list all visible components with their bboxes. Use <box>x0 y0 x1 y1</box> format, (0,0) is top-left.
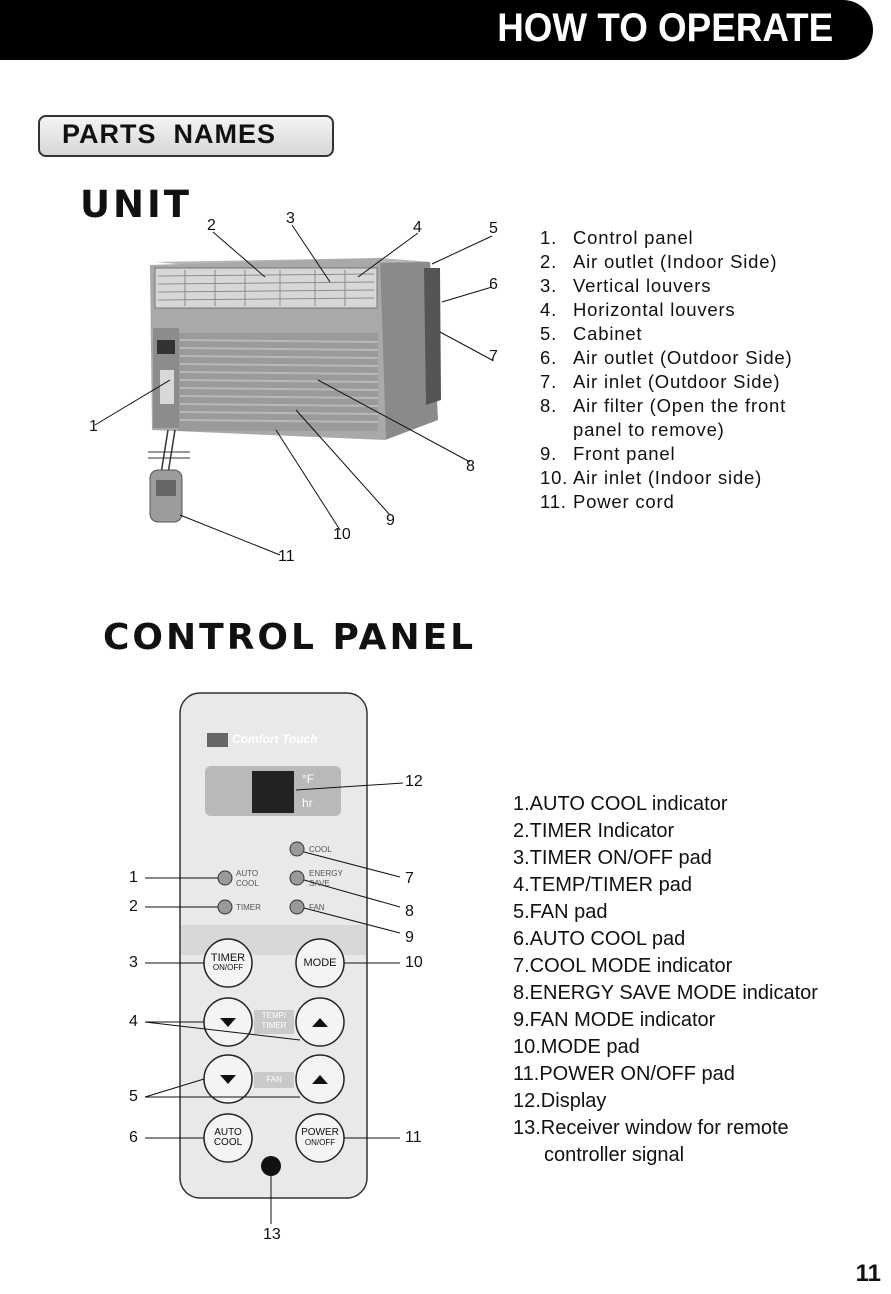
cp-callout-8: 8 <box>405 903 414 920</box>
cp-callout-12: 12 <box>405 773 423 790</box>
unit-callout-7: 7 <box>489 348 498 365</box>
control-panel-items-list: 1.AUTO COOL indicator 2.TIMER Indicator … <box>513 791 818 1169</box>
cp-callout-4: 4 <box>129 1013 138 1030</box>
list-item: 3.TIMER ON/OFF pad <box>513 847 712 869</box>
control-panel-heading: CONTROL PANEL <box>103 617 477 658</box>
temp-timer-pad-label: TEMP/TIMER <box>261 1011 287 1030</box>
display-unit-hr: hr <box>302 796 313 810</box>
list-item: 6.Air outlet (Outdoor Side) <box>540 347 793 368</box>
unit-callout-1: 1 <box>89 418 98 435</box>
cp-callout-2: 2 <box>129 898 138 915</box>
fan-pad-label: FAN <box>266 1075 282 1084</box>
list-item: 2.Air outlet (Indoor Side) <box>540 251 778 272</box>
list-item: 4.Horizontal louvers <box>540 299 736 320</box>
list-item: panel to remove) <box>573 419 725 440</box>
cp-callout-6: 6 <box>129 1129 138 1146</box>
list-item: 11.Power cord <box>540 491 675 512</box>
parts-names-label: PARTS NAMES <box>62 119 277 149</box>
cool-indicator-label: COOL <box>309 845 332 854</box>
list-item: 7.COOL MODE indicator <box>513 955 733 977</box>
unit-callout-11: 11 <box>278 548 295 565</box>
cp-callout-11: 11 <box>405 1129 422 1146</box>
list-item: 12.Display <box>513 1090 607 1112</box>
unit-callout-4: 4 <box>413 219 422 236</box>
list-item: 3.Vertical louvers <box>540 275 712 296</box>
cp-callout-3: 3 <box>129 954 138 971</box>
list-item: 13.Receiver window for remote <box>513 1117 789 1139</box>
unit-callout-2: 2 <box>207 217 216 234</box>
unit-heading: UNIT <box>80 183 193 226</box>
cp-callout-7: 7 <box>405 870 414 887</box>
cp-callout-1: 1 <box>129 869 138 886</box>
list-item: 4.TEMP/TIMER pad <box>513 874 692 896</box>
parts-names-box <box>38 115 334 157</box>
list-item: 8.ENERGY SAVE MODE indicator <box>513 982 818 1004</box>
list-item: 10.Air inlet (Indoor side) <box>540 467 763 488</box>
list-item: 7.Air inlet (Outdoor Side) <box>540 371 781 392</box>
unit-callout-5: 5 <box>489 220 498 237</box>
fan-indicator-label: FAN <box>309 903 325 912</box>
cp-callout-13: 13 <box>263 1226 281 1243</box>
list-item: 5.FAN pad <box>513 901 608 923</box>
brand-label: Comfort Touch <box>232 732 318 746</box>
unit-callout-9: 9 <box>386 512 395 529</box>
list-item: 2.TIMER Indicator <box>513 820 675 842</box>
list-item: 1.Control panel <box>540 227 694 248</box>
header-bar <box>0 0 873 60</box>
unit-callout-3: 3 <box>286 210 295 227</box>
unit-callout-6: 6 <box>489 276 498 293</box>
list-item: 5.Cabinet <box>540 323 643 344</box>
list-item: controller signal <box>544 1144 685 1166</box>
list-item: 8.Air filter (Open the front <box>540 395 787 416</box>
unit-parts-list: 1.Control panel 2.Air outlet (Indoor Sid… <box>540 226 792 514</box>
display-unit-f: °F <box>302 772 315 786</box>
cp-callout-10: 10 <box>405 954 423 971</box>
timer-indicator-label: TIMER <box>236 903 261 912</box>
unit-callout-10: 10 <box>333 526 351 543</box>
list-item: 10.MODE pad <box>513 1036 640 1058</box>
cp-callout-9: 9 <box>405 929 414 946</box>
mode-pad[interactable]: MODE <box>303 957 337 969</box>
list-item: 11.POWER ON/OFF pad <box>513 1063 735 1085</box>
page-title: HOW TO OPERATE <box>497 6 833 50</box>
page-number: 11 <box>855 1260 881 1287</box>
cp-callout-5: 5 <box>129 1088 138 1105</box>
list-item: 9.Front panel <box>540 443 676 464</box>
unit-callout-8: 8 <box>466 458 475 475</box>
list-item: 9.FAN MODE indicator <box>513 1009 716 1031</box>
list-item: 6.AUTO COOL pad <box>513 928 686 950</box>
list-item: 1.AUTO COOL indicator <box>513 793 728 815</box>
